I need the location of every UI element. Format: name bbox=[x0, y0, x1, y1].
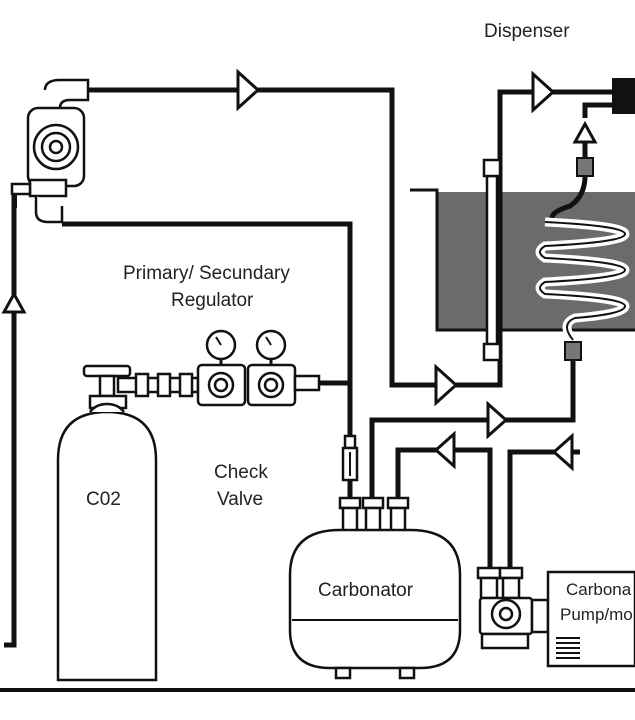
flow-arrow-icon bbox=[551, 432, 574, 472]
dispenser-valve bbox=[10, 78, 90, 224]
flow-arrow-icon bbox=[433, 430, 456, 470]
dispenser-label: Dispenser bbox=[484, 21, 570, 42]
carbonator-pump bbox=[476, 566, 635, 668]
pipe-pump-supply bbox=[507, 449, 580, 570]
carbonator-label: Carbonator bbox=[318, 580, 414, 601]
co2-label: C02 bbox=[86, 489, 121, 510]
co2-cylinder bbox=[56, 364, 158, 682]
flow-arrow-icon bbox=[1, 290, 27, 314]
pressure-gauge-icon bbox=[205, 329, 237, 361]
pipe-carbonator-out bbox=[369, 360, 576, 500]
flow-arrow-icon bbox=[236, 68, 261, 112]
pump-label-line2: Pump/mo bbox=[560, 605, 633, 624]
pipe-gas-to-carbonator bbox=[62, 221, 353, 500]
flow-arrow-icon bbox=[486, 400, 509, 440]
check-valve-label-line1: Check bbox=[214, 462, 268, 483]
regulator-label-line1: Primary/ Secundary bbox=[123, 263, 290, 284]
water-bath-outline bbox=[410, 188, 635, 332]
dispenser-nozzle bbox=[612, 78, 635, 114]
flow-arrow-icon bbox=[572, 120, 598, 144]
flow-arrow-icon bbox=[434, 363, 459, 407]
flow-arrow-icon bbox=[531, 70, 556, 114]
pipe-left-return bbox=[4, 193, 17, 648]
pipe-coil-to-dispenser bbox=[582, 102, 612, 118]
pressure-gauge-icon bbox=[255, 329, 287, 361]
pump-label-line1: Carbona bbox=[566, 580, 632, 599]
check-valve bbox=[341, 434, 359, 482]
sight-tube bbox=[482, 158, 502, 362]
regulator-label-line2: Regulator bbox=[171, 290, 254, 311]
check-valve-label-line2: Valve bbox=[217, 489, 263, 510]
cooling-coil bbox=[535, 157, 630, 361]
motor-vent-icon bbox=[556, 637, 580, 659]
carbonator-tank bbox=[288, 496, 462, 680]
regulator bbox=[116, 353, 321, 407]
